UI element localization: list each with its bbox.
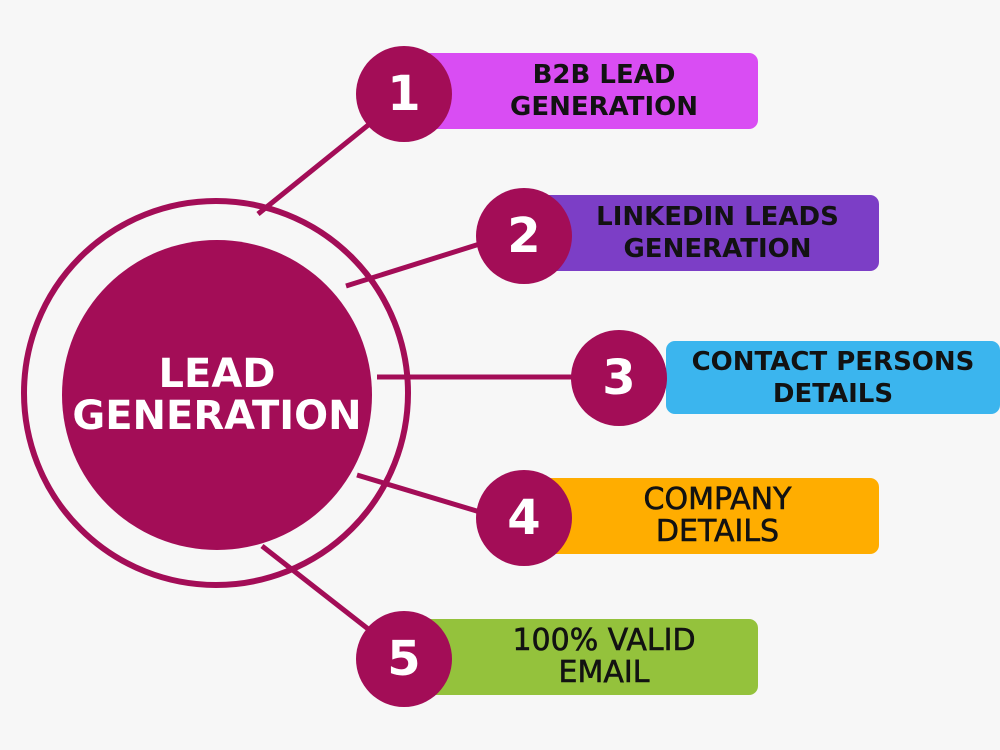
item-3-number-badge: 3 (571, 330, 667, 426)
item-1-number: 1 (387, 66, 421, 122)
item-3-label-line1: CONTACT PERSONS (691, 346, 975, 377)
item-5-number-badge: 5 (356, 611, 452, 707)
center-title-line2: GENERATION (72, 393, 362, 439)
item-3-label-line2: DETAILS (772, 378, 894, 409)
item-4-label-line1: COMPANY (643, 482, 792, 517)
item-3-label-box: CONTACT PERSONS DETAILS (666, 341, 1000, 414)
center-title-line1: LEAD (158, 351, 276, 397)
item-4-number: 4 (507, 490, 541, 546)
outer-ring (21, 198, 411, 588)
item-1-label-box: B2B LEAD GENERATION (420, 53, 758, 129)
item-5-label-line1: 100% VALID (512, 623, 696, 658)
item-2-number: 2 (507, 208, 541, 264)
item-1-label: B2B LEAD GENERATION (510, 59, 698, 123)
item-2-number-badge: 2 (476, 188, 572, 284)
item-2-label-line2: GENERATION (623, 234, 812, 264)
item-2-label: LINKEDIN LEADS GENERATION (596, 201, 839, 265)
center-hub: LEAD GENERATION (62, 240, 372, 550)
center-title: LEAD GENERATION (62, 353, 372, 437)
item-1-label-line2: GENERATION (509, 92, 699, 122)
item-4-label: COMPANY DETAILS (643, 482, 792, 549)
item-1-number-badge: 1 (356, 46, 452, 142)
item-3-label: CONTACT PERSONS DETAILS (692, 346, 975, 410)
item-3-number: 3 (602, 350, 636, 406)
item-5-label-box: 100% VALID EMAIL (420, 619, 758, 695)
item-4-number-badge: 4 (476, 470, 572, 566)
item-5-label: 100% VALID EMAIL (512, 623, 696, 690)
item-1-label-line1: B2B LEAD (532, 60, 676, 90)
item-4-label-box: COMPANY DETAILS (532, 478, 879, 554)
connector-1 (256, 120, 374, 216)
item-2-label-line1: LINKEDIN LEADS (596, 202, 839, 232)
item-5-number: 5 (387, 631, 421, 687)
item-5-label-line2: EMAIL (558, 655, 650, 690)
item-2-label-box: LINKEDIN LEADS GENERATION (532, 195, 879, 271)
item-4-label-line2: DETAILS (655, 514, 780, 549)
